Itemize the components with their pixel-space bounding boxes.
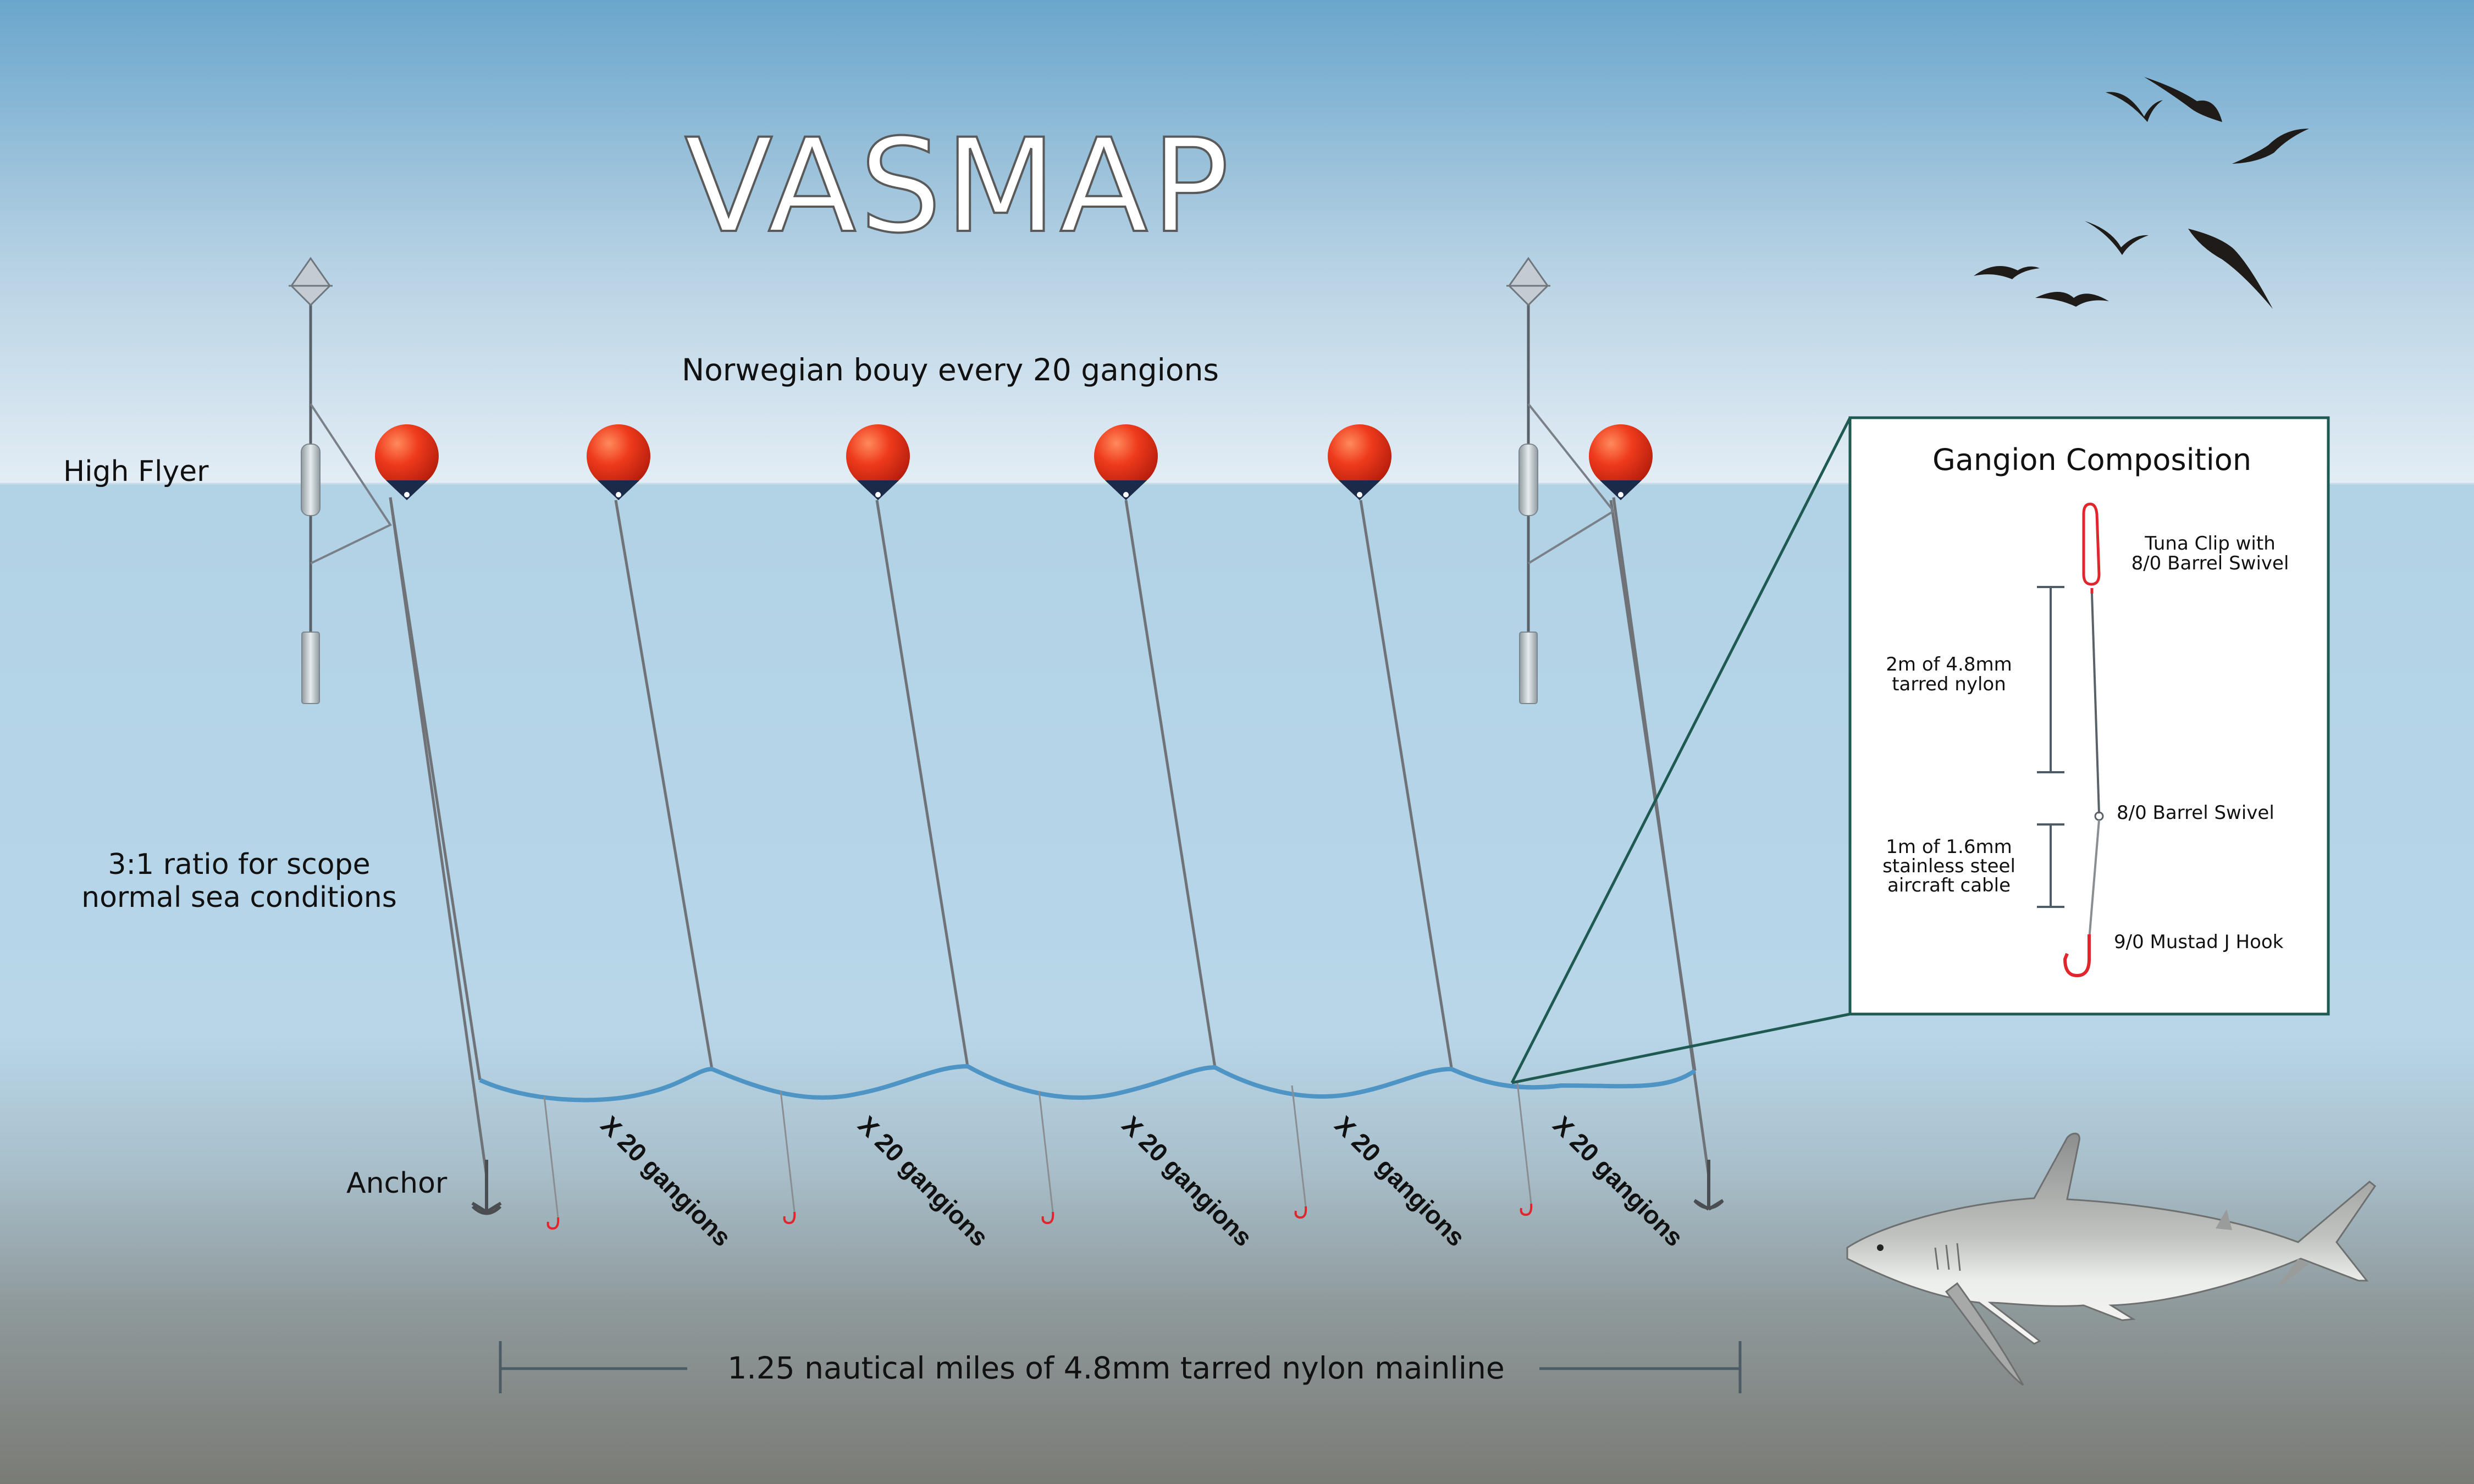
cable-label-line2: stainless steel (1882, 855, 2015, 877)
mainline-dimension (499, 1341, 1742, 1393)
scope-label-line2: normal sea conditions (81, 881, 397, 914)
tuna-clip-label-line2: 8/0 Barrel Swivel (2131, 552, 2289, 574)
norwegian-buoy-label: Norwegian bouy every 20 gangions (682, 352, 1219, 387)
buoys (375, 424, 1653, 500)
bird-icon (2106, 92, 2163, 122)
hook-label: 9/0 Mustad J Hook (2114, 931, 2284, 953)
high-flyer-right (1506, 257, 1615, 704)
shark-eye-icon (1877, 1244, 1884, 1251)
anchor-icon (1693, 1160, 1724, 1211)
buoy-icon (1094, 424, 1158, 500)
shark-tail-lower (2276, 1259, 2309, 1289)
nylon-label-line2: tarred nylon (1892, 673, 2006, 695)
buoy-icon (587, 424, 650, 500)
shark-illustration (1846, 1132, 2377, 1386)
bird-icon (2085, 221, 2149, 255)
hook-icon (2063, 934, 2091, 978)
shark-second-dorsal (2216, 1209, 2232, 1230)
bird-icon (1974, 266, 2040, 279)
scope-label-line1: 3:1 ratio for scope (108, 848, 370, 881)
nylon-label-line1: 2m of 4.8mm (1886, 654, 2012, 675)
anchor-icon (471, 1160, 502, 1215)
bird-icon (2035, 292, 2109, 307)
buoy-icon (375, 424, 439, 500)
bird-icon (2144, 77, 2222, 122)
mainline-highlight (1450, 1067, 1562, 1090)
cable-label-line1: 1m of 1.6mm (1886, 836, 2012, 858)
hanging-gangions (543, 1082, 1533, 1230)
high-flyer-left (289, 257, 392, 704)
tuna-clip-icon (2082, 502, 2101, 586)
float-lines (389, 497, 1710, 1177)
buoy-icon (1589, 424, 1653, 500)
buoy-icon (1328, 424, 1391, 500)
diagram-title: VASMAP (684, 112, 1233, 262)
gangion-box-title: Gangion Composition (1932, 442, 2251, 477)
anchor-label: Anchor (346, 1167, 448, 1200)
bird-icon (2188, 229, 2273, 309)
high-flyer-label: High Flyer (63, 455, 209, 488)
mainline-label: 1.25 nautical miles of 4.8mm tarred nylo… (727, 1350, 1505, 1386)
buoy-icon (846, 424, 910, 500)
birds (1974, 77, 2309, 309)
bird-icon (2232, 129, 2309, 164)
barrel-swivel-label: 8/0 Barrel Swivel (2117, 802, 2274, 824)
cable-label-line3: aircraft cable (1887, 874, 2011, 896)
callout-lines (1510, 417, 1852, 1084)
tuna-clip-label-line1: Tuna Clip with (2144, 533, 2276, 555)
gangion-composition-panel: Gangion Composition Tuna Clip with 8/0 B… (1848, 416, 2330, 1016)
shark-pectoral-fin (1945, 1282, 2024, 1386)
sky (0, 0, 2474, 484)
